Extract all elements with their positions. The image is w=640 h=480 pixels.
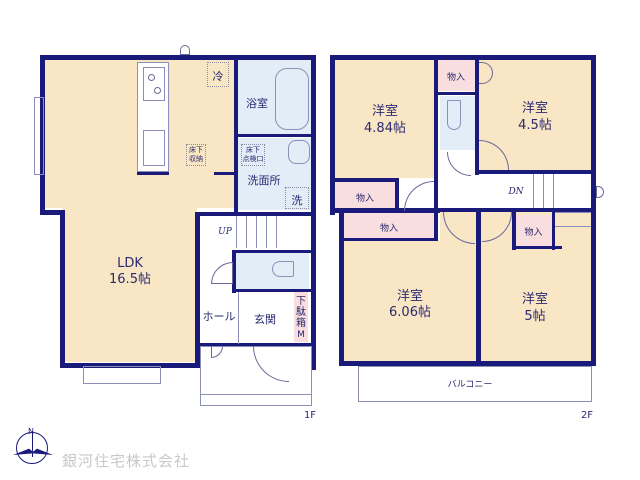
company-name: 銀河住宅株式会社 xyxy=(62,452,191,470)
door-western-1 xyxy=(404,181,434,211)
shoe-box xyxy=(294,292,308,342)
closet-4-label: 物入 xyxy=(524,228,543,238)
western-room-1 xyxy=(335,58,435,178)
closet-4 xyxy=(515,215,552,247)
bathtub-icon xyxy=(275,68,309,130)
shoe-box-label: 箱 xyxy=(296,318,306,329)
compass-n-label: N xyxy=(28,427,34,436)
underfloor-storage-label: 収納 xyxy=(189,155,203,163)
closet-2-label: 物入 xyxy=(355,194,374,204)
crane-icon xyxy=(13,448,53,455)
burner-icon xyxy=(148,74,155,81)
fridge-label: 冷 xyxy=(212,70,224,83)
western-room-2-size: 4.5帖 xyxy=(518,118,552,133)
door-kitchen-exterior xyxy=(180,45,190,55)
floor-2-label: 2F xyxy=(580,410,594,421)
shoe-box-label: M xyxy=(297,330,305,340)
western-room-2-label: 洋室 xyxy=(521,101,548,116)
ldk-size: 16.5帖 xyxy=(109,272,151,287)
balcony xyxy=(358,366,592,402)
western-room-3-label: 洋室 xyxy=(396,289,423,304)
washer-space xyxy=(285,187,309,209)
western-room-4-size: 5帖 xyxy=(524,309,546,324)
closet-1 xyxy=(437,58,475,91)
stairs-down-label: DN xyxy=(508,187,524,197)
door-toilet-2f xyxy=(447,152,471,176)
closet-2 xyxy=(335,182,397,208)
stairs-up-label: UP xyxy=(218,227,232,237)
closet-3-label: 物入 xyxy=(379,224,398,234)
window-ldk-west xyxy=(34,97,44,175)
floor-1-label: 1F xyxy=(303,410,317,421)
underfloor-storage xyxy=(186,144,206,166)
inspection-hatch xyxy=(241,144,265,166)
bath-label: 浴室 xyxy=(246,97,268,110)
entrance-label: 玄関 xyxy=(254,313,276,326)
washer-label: 洗 xyxy=(291,194,303,207)
western-room-3-size: 6.06帖 xyxy=(389,305,431,320)
closet-3 xyxy=(344,213,434,239)
balcony-label: バルコニー xyxy=(447,380,493,390)
toilet-icon xyxy=(272,261,294,277)
door-toilet xyxy=(211,262,233,284)
compass: N xyxy=(13,427,53,464)
western-room-1-label: 洋室 xyxy=(371,104,398,119)
underfloor-storage-label: 床下 xyxy=(189,146,203,154)
washroom xyxy=(237,138,313,210)
compass-needle xyxy=(32,431,33,457)
closet-1-label: 物入 xyxy=(446,73,465,83)
ldk-label: LDK xyxy=(117,256,143,271)
toilet-icon xyxy=(447,100,461,130)
stove-icon xyxy=(143,67,165,101)
washbasin-icon xyxy=(288,140,310,164)
inspection-label: 点検口 xyxy=(242,155,264,163)
western-room-3 xyxy=(344,240,477,362)
porch-step xyxy=(200,394,312,406)
western-room-1-size: 4.84帖 xyxy=(364,121,406,136)
burner-icon xyxy=(154,87,161,94)
inspection-label: 床下 xyxy=(246,146,260,154)
window-ldk-south xyxy=(83,366,161,384)
washroom-label: 洗面所 xyxy=(247,174,281,187)
sink-icon xyxy=(143,130,165,166)
shoe-box-label: 駄 xyxy=(296,307,306,318)
hall-label: ホール xyxy=(202,310,236,323)
shoe-box-label: 下 xyxy=(296,296,306,307)
door-stairs-exterior xyxy=(596,186,604,198)
fridge-space xyxy=(207,62,229,87)
western-room-4-label: 洋室 xyxy=(521,292,548,307)
ldk-room-lower xyxy=(62,206,197,362)
